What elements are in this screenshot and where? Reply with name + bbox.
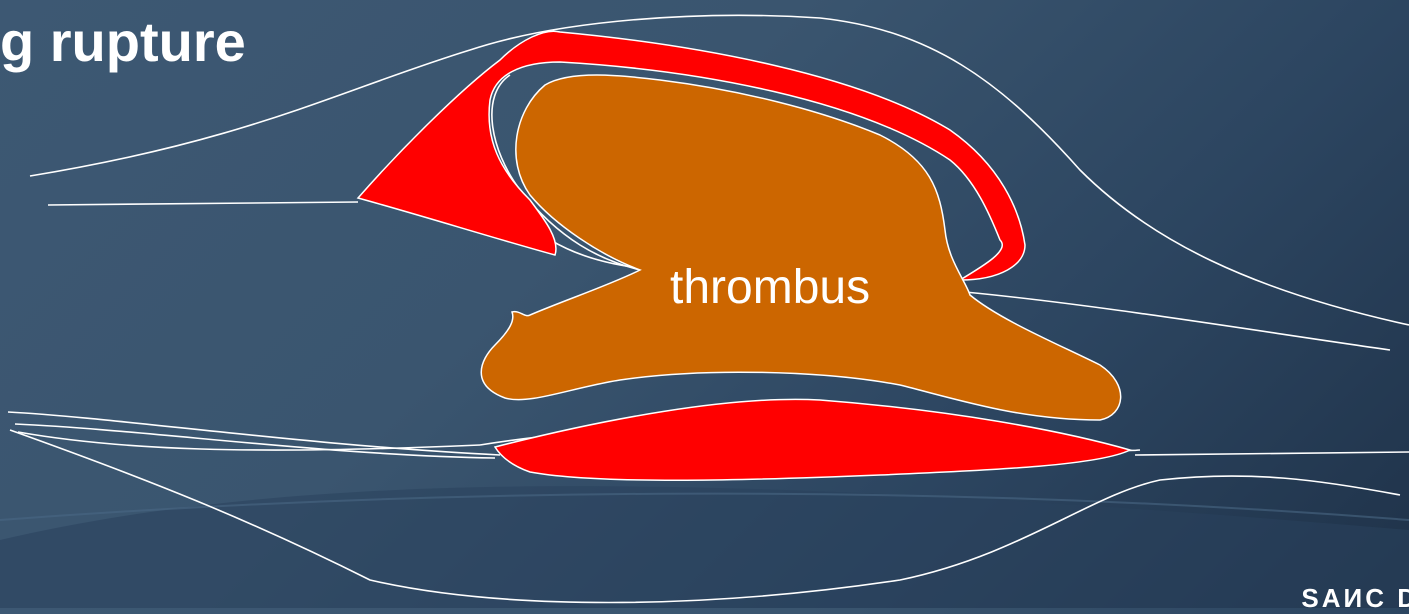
vessel-wall-upper-left bbox=[48, 202, 358, 205]
footer-logo: SАИС D bbox=[1301, 583, 1409, 614]
vessel-wall-lower-right bbox=[1135, 452, 1409, 455]
flow-line-lower-left-1 bbox=[8, 412, 500, 455]
thrombus-label: thrombus bbox=[670, 261, 870, 314]
